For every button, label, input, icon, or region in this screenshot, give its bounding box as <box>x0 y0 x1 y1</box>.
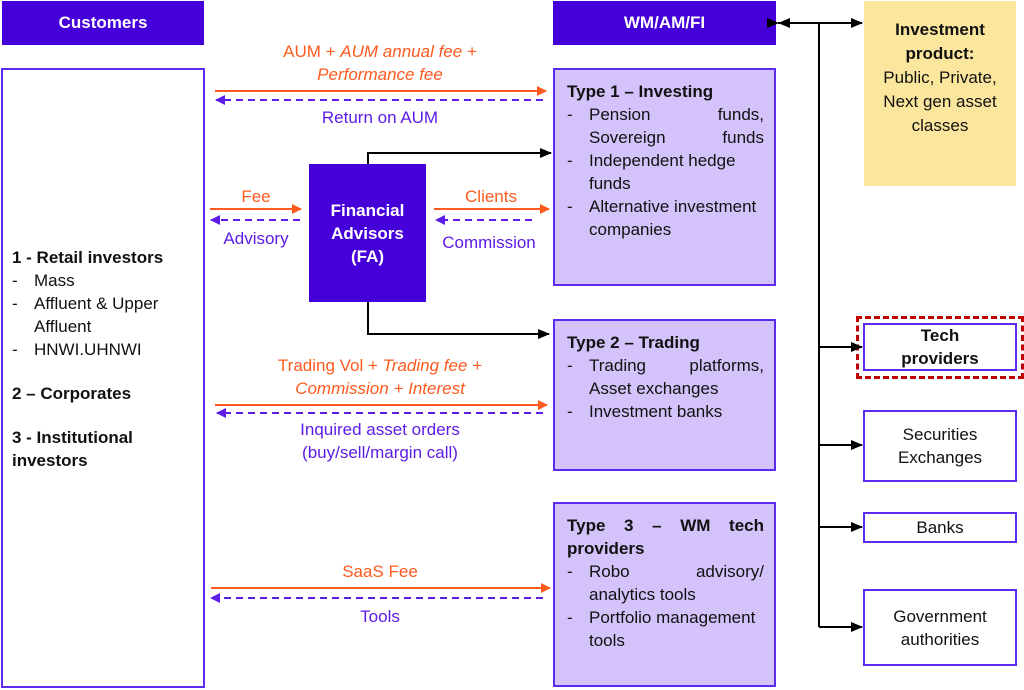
fee-label: Fee <box>241 187 271 206</box>
type1-title: Type 1 – Investing <box>567 82 714 101</box>
government-authorities-box: Government authorities <box>863 589 1017 666</box>
type1-item: Pension funds, Sovereign funds <box>567 103 764 149</box>
fa-line: (FA) <box>350 246 385 266</box>
trading-forward-label: Trading Vol + Trading fee + Commission +… <box>215 354 545 400</box>
customer-item: HNWI.UHNWI <box>12 338 202 361</box>
inquired-orders-text: Inquired asset orders <box>300 420 460 439</box>
wm-header-label: WM/AM/FI <box>623 13 706 32</box>
banks-box: Banks <box>863 512 1017 543</box>
clients-label: Clients <box>465 187 517 206</box>
customer-group-institutional: 3 - Institutional investors <box>12 428 133 470</box>
type1-item: Alternative investment companies <box>567 195 764 241</box>
type3-item: Portfolio management tools <box>567 606 764 652</box>
aum-forward-label: AUM + AUM annual fee + Performance fee <box>215 40 545 86</box>
advisory-label: Advisory <box>223 229 289 248</box>
securities-exchanges-box: Securities Exchanges <box>863 410 1017 482</box>
type2-title: Type 2 – Trading <box>567 333 700 352</box>
securities-exchanges-label: Securities Exchanges <box>897 425 983 467</box>
commission-label: Commission <box>442 233 536 252</box>
customer-item: Affluent & Upper Affluent <box>12 292 202 338</box>
fa-to-type2-connector <box>367 302 550 339</box>
fa-to-type1-connector <box>367 148 552 164</box>
investment-product-box: Investment product: Public, Private, Nex… <box>864 1 1016 186</box>
financial-advisors-box: Financial Advisors (FA) <box>309 164 426 302</box>
tech-providers-label: Tech providers <box>901 326 979 368</box>
type3-box: Type 3 – WM tech providers Robo advisory… <box>553 502 776 687</box>
banks-label: Banks <box>916 518 964 537</box>
customers-list: 1 - Retail investors Mass Affluent & Upp… <box>12 246 202 472</box>
customer-group-corporates: 2 – Corporates <box>12 384 132 403</box>
commission-interest-text: Commission + Interest <box>295 379 465 398</box>
performance-fee-text: Performance fee <box>317 65 443 84</box>
tech-providers-box: Tech providers <box>863 323 1017 371</box>
aum-italic-text: AUM annual fee + <box>340 42 477 61</box>
fa-line: Financial <box>330 200 405 220</box>
type2-box: Type 2 – Trading Trading platforms, Asse… <box>553 319 776 471</box>
wm-header: WM/AM/FI <box>553 1 776 45</box>
trading-italic-text: Trading fee + <box>382 356 483 375</box>
investment-product-body: Public, Private, Next gen asset classes <box>883 68 997 135</box>
type1-item: Independent hedge funds <box>567 149 764 195</box>
type2-item: Investment banks <box>567 400 764 423</box>
type3-title: Type 3 – WM tech providers <box>567 516 764 558</box>
fa-line: Advisors <box>331 223 404 243</box>
customers-header-label: Customers <box>58 13 148 32</box>
type2-item: Trading platforms, Asset exchanges <box>567 354 764 400</box>
saas-fee-label: SaaS Fee <box>342 562 418 581</box>
aum-plain-text: AUM + <box>283 42 341 61</box>
customer-item: Mass <box>12 269 202 292</box>
trading-plain-text: Trading Vol + <box>277 356 383 375</box>
customers-box <box>1 68 205 688</box>
type3-item: Robo advisory/ analytics tools <box>567 560 764 606</box>
buy-sell-text: (buy/sell/margin call) <box>302 443 458 462</box>
tools-label: Tools <box>360 607 400 626</box>
type1-box: Type 1 – Investing Pension funds, Sovere… <box>553 68 776 286</box>
aum-return-label: Return on AUM <box>321 108 439 127</box>
government-authorities-label: Government authorities <box>893 606 987 649</box>
investment-product-title: Investment product: <box>895 20 985 63</box>
customer-group-retail: 1 - Retail investors <box>12 248 164 267</box>
trading-return-label: Inquired asset orders (buy/sell/margin c… <box>215 418 545 464</box>
customers-header: Customers <box>2 1 204 45</box>
